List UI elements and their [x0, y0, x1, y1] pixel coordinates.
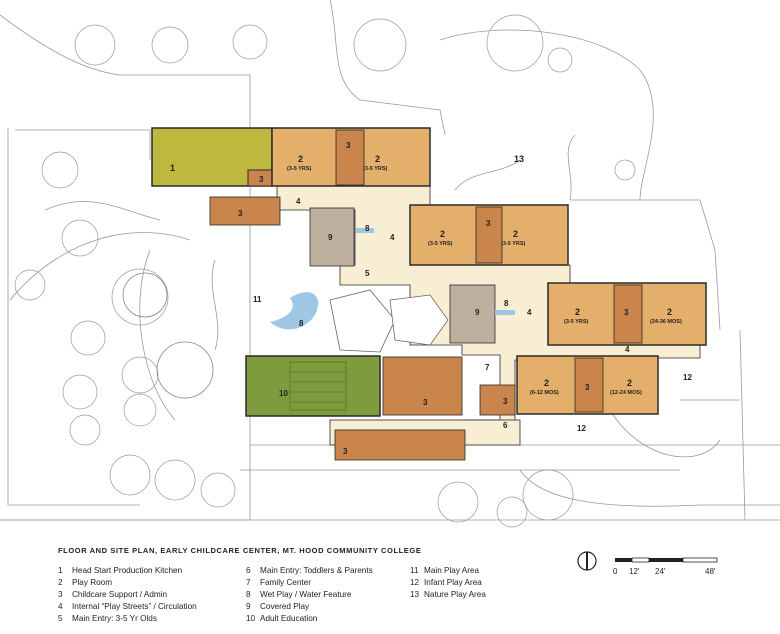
label-9: 9: [328, 233, 333, 242]
shelter-structure-2: [389, 294, 449, 346]
label-main-play: 11: [253, 295, 262, 304]
label-age: (3-5 YRS): [564, 319, 589, 325]
label-3: 3: [259, 175, 264, 184]
label-age: (6-12 MOS): [530, 390, 559, 396]
label-2: 2: [440, 229, 445, 239]
north-arrow-icon: [577, 551, 597, 571]
label-3: 3: [238, 209, 243, 218]
label-adult-ed: 10: [279, 389, 288, 398]
water-features: [270, 228, 515, 330]
label-2: 2: [513, 229, 518, 239]
scale-tick: 12': [629, 567, 640, 576]
covered-play-1: [309, 207, 355, 267]
label-6: 6: [503, 421, 508, 430]
label-kitchen: 1: [170, 163, 175, 173]
label-2: 2: [627, 378, 632, 388]
label-5: 5: [365, 269, 370, 278]
label-2: 2: [575, 307, 580, 317]
label-4: 4: [625, 345, 630, 354]
play-mound: [156, 341, 214, 399]
label-3: 3: [423, 398, 428, 407]
scale-tick: 24': [655, 567, 666, 576]
label-infant-play: 12: [577, 424, 586, 433]
label-4: 4: [296, 197, 301, 206]
covered-play-2: [449, 284, 496, 344]
play-circle: [122, 272, 168, 318]
label-2: 2: [667, 307, 672, 317]
label-8: 8: [504, 299, 509, 308]
label-4: 4: [527, 308, 532, 317]
label-age: (3-5 YRS): [501, 241, 526, 247]
label-2: 2: [544, 378, 549, 388]
label-3: 3: [585, 383, 590, 392]
label-infant-play: 12: [683, 373, 692, 382]
label-2: 2: [375, 154, 380, 164]
label-3: 3: [503, 397, 508, 406]
scale-bar: 0 12' 24' 48': [577, 551, 718, 576]
scale-bar-graphic: [615, 557, 718, 563]
adult-education-room: [245, 355, 381, 417]
label-family-center: 7: [485, 363, 490, 372]
label-age: (24-36 MOS): [650, 319, 682, 325]
label-9: 9: [475, 308, 480, 317]
label-2: 2: [298, 154, 303, 164]
figure-caption: FLOOR AND SITE PLAN, EARLY CHILDCARE CEN…: [58, 546, 422, 555]
label-8: 8: [299, 319, 304, 328]
label-3: 3: [624, 308, 629, 317]
label-4: 4: [390, 233, 395, 242]
floor-plan-drawing: 1 3 2 (3-5 YRS) 2 (3-5 YRS) 3 3 4 9 8 4 …: [0, 0, 780, 528]
support-rooms: [209, 129, 643, 461]
shelter-structure: [329, 289, 396, 353]
label-8: 8: [365, 224, 370, 233]
label-age: (3-5 YRS): [287, 166, 312, 172]
label-3: 3: [346, 141, 351, 150]
label-nature-play: 13: [514, 154, 524, 164]
desks: [289, 361, 347, 411]
label-age: (12-24 MOS): [610, 390, 642, 396]
label-3: 3: [486, 219, 491, 228]
label-age: (3-5 YRS): [363, 166, 388, 172]
label-age: (3-5 YRS): [428, 241, 453, 247]
trees: [14, 14, 636, 528]
scale-tick: 0: [613, 567, 618, 576]
site-linework: [0, 0, 780, 521]
room-labels: 1 3 2 (3-5 YRS) 2 (3-5 YRS) 3 3 4 9 8 4 …: [170, 141, 692, 456]
label-3: 3: [343, 447, 348, 456]
scale-tick: 48': [705, 567, 716, 576]
